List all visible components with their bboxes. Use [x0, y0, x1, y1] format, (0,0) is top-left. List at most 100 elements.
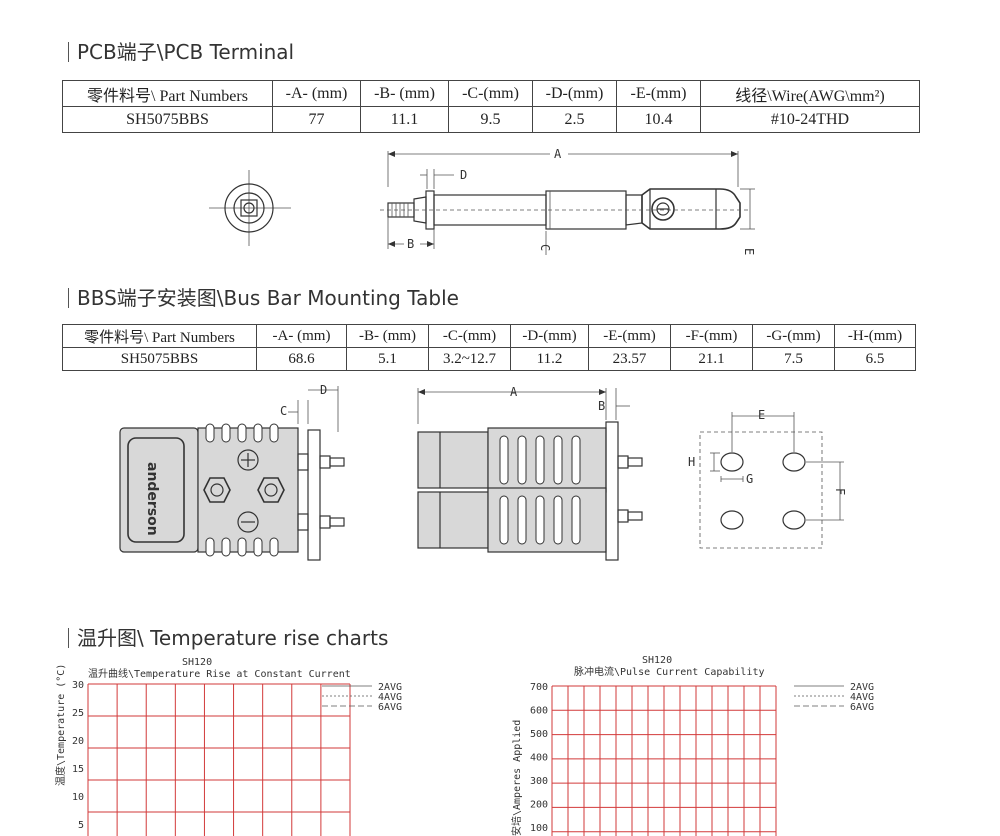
bus-bar-plate — [307, 429, 321, 561]
table-row: SH5075BBS 77 11.1 9.5 2.5 10.4 #10-24THD — [62, 106, 920, 133]
legend-label: 4AVG — [850, 692, 874, 703]
table-header-cell: 零件料号\ Part Numbers — [62, 324, 257, 348]
dim-label-d: D — [320, 383, 327, 397]
rib — [205, 537, 215, 557]
nut — [617, 455, 629, 469]
title-bar — [68, 628, 69, 648]
rib — [221, 537, 231, 557]
crimp-barrel — [641, 188, 741, 230]
y-tick-label: 25 — [72, 708, 84, 719]
busbar-front-view: C D anderson — [119, 383, 345, 561]
label-bg — [404, 237, 420, 251]
dim-label-d: D — [460, 168, 467, 182]
table-cell: #10-24THD — [700, 106, 920, 133]
table-cell: 7.5 — [752, 347, 835, 371]
table-cell: 11.2 — [510, 347, 589, 371]
rib — [535, 495, 545, 545]
y-tick-label: 600 — [530, 706, 548, 717]
section-title-busbar-text: BBS端子安装图\Bus Bar Mounting Table — [77, 286, 459, 310]
busbar-top-view: A B — [417, 385, 643, 561]
stud-base — [297, 453, 309, 471]
temperature-rise-chart: SH120 温升曲线\Temperature Rise at Constant … — [54, 657, 402, 836]
table-cell: 10.4 — [616, 106, 701, 133]
brand-plate — [127, 437, 185, 543]
table-header-cell: -E-(mm) — [616, 80, 701, 107]
dim-label-b: B — [598, 399, 605, 413]
screw-icon — [237, 449, 259, 471]
table-header-cell: -F-(mm) — [670, 324, 753, 348]
table-cell: 68.6 — [256, 347, 347, 371]
nut — [319, 515, 331, 529]
chart-title: 温升曲线\Temperature Rise at Constant Curren… — [88, 667, 351, 680]
rib — [269, 537, 279, 557]
housing-right — [197, 427, 299, 553]
table-header-cell: 零件料号\ Part Numbers — [62, 80, 273, 107]
rib — [205, 423, 215, 443]
table-cell: 23.57 — [588, 347, 671, 371]
chart-grid — [551, 685, 777, 836]
table-cell: SH5075BBS — [62, 106, 273, 133]
y-tick-label: 30 — [72, 680, 84, 691]
section-title-temp: 温升图\ Temperature rise charts — [68, 622, 388, 651]
table-cell: 21.1 — [670, 347, 753, 371]
rib — [499, 435, 509, 485]
table-cell: 6.5 — [834, 347, 916, 371]
pin-square — [240, 199, 258, 217]
table-row: SH5075BBS 68.6 5.1 3.2~12.7 11.2 23.57 2… — [62, 347, 916, 371]
stud-end — [329, 517, 345, 527]
rib — [553, 495, 563, 545]
legend-label: 2AVG — [850, 682, 874, 693]
section-title-busbar: BBS端子安装图\Bus Bar Mounting Table — [68, 282, 459, 311]
table-header-cell: -C-(mm) — [428, 324, 511, 348]
arrow — [418, 389, 425, 395]
chart-title: 脉冲电流\Pulse Current Capability — [574, 665, 765, 678]
rib — [221, 423, 231, 443]
dim-label-h: H — [688, 455, 695, 469]
stud-end — [627, 457, 643, 467]
table-header-cell: -D-(mm) — [510, 324, 589, 348]
plate-outline — [699, 431, 823, 549]
table-header-cell: -B- (mm) — [360, 80, 449, 107]
y-axis-label: 安培\Amperes Applied — [510, 720, 523, 836]
dim-label-a: A — [554, 147, 562, 161]
mounting-hole-pattern: E H G F — [688, 408, 847, 549]
rib — [517, 495, 527, 545]
chart-grid — [87, 683, 351, 836]
dim-label-b: B — [407, 237, 414, 251]
legend-label: 6AVG — [378, 702, 402, 713]
table-header-cell: -A- (mm) — [256, 324, 347, 348]
table-header-cell: -G-(mm) — [752, 324, 835, 348]
chart-model: SH120 — [642, 655, 672, 666]
table-header-cell: -B- (mm) — [346, 324, 429, 348]
legend-label: 2AVG — [378, 682, 402, 693]
table-cell: 3.2~12.7 — [428, 347, 511, 371]
pcb-terminal-side-view: A D B C E — [380, 147, 756, 255]
rib — [517, 435, 527, 485]
pcb-terminal-table: 零件料号\ Part Numbers -A- (mm) -B- (mm) -C-… — [62, 80, 920, 133]
stud-end — [329, 457, 345, 467]
rib — [269, 423, 279, 443]
table-cell: 9.5 — [448, 106, 533, 133]
brand-logo-text: anderson — [144, 462, 160, 536]
rib — [499, 495, 509, 545]
legend-label: 4AVG — [378, 692, 402, 703]
rib — [553, 435, 563, 485]
mount-hole — [782, 452, 806, 472]
y-tick-label: 300 — [530, 776, 548, 787]
arrow — [427, 241, 434, 247]
upper-housing — [417, 431, 489, 489]
nut-hole — [264, 483, 278, 497]
table-cell: SH5075BBS — [62, 347, 257, 371]
stud-end — [627, 511, 643, 521]
table-header-cell: -E-(mm) — [588, 324, 671, 348]
nut-hole — [210, 483, 224, 497]
pulse-current-chart: SH120 脉冲电流\Pulse Current Capability 安培\A… — [510, 655, 874, 836]
table-cell: 77 — [272, 106, 361, 133]
table-header-row: 零件料号\ Part Numbers -A- (mm) -B- (mm) -C-… — [62, 80, 920, 107]
title-bar — [68, 42, 69, 62]
arrow — [599, 389, 606, 395]
arrow — [731, 151, 738, 157]
